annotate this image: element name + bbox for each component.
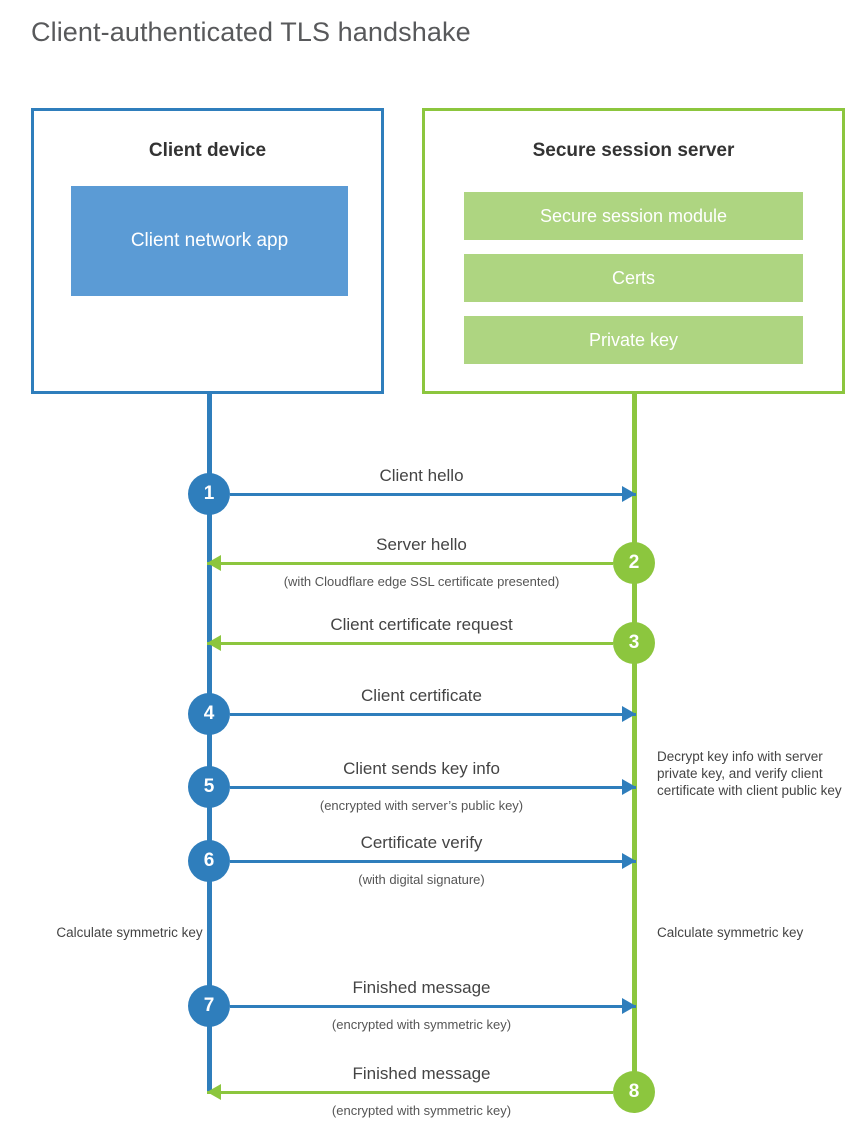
step-circle-5[interactable]: 5 bbox=[188, 766, 230, 808]
arrow-head-step-4 bbox=[622, 706, 636, 722]
arrow-line-step-6 bbox=[230, 860, 636, 863]
arrow-line-step-5 bbox=[230, 786, 636, 789]
step-label-3: Client certificate request bbox=[330, 615, 513, 634]
arrow-line-step-8 bbox=[207, 1091, 613, 1094]
server-component-certs: Certs bbox=[464, 254, 803, 302]
note-calculate-symmetric-key-client: Calculate symmetric key bbox=[56, 925, 203, 940]
step-circle-7[interactable]: 7 bbox=[188, 985, 230, 1027]
step-sublabel-7: (encrypted with symmetric key) bbox=[331, 1017, 512, 1032]
arrow-head-step-7 bbox=[622, 998, 636, 1014]
step-label-2: Server hello bbox=[376, 535, 467, 554]
step-label-1: Client hello bbox=[379, 466, 464, 485]
secure-session-server-title: Secure session server bbox=[532, 140, 735, 161]
arrow-head-step-6 bbox=[622, 853, 636, 869]
arrow-line-step-1 bbox=[230, 493, 636, 496]
step-label-4: Client certificate bbox=[361, 686, 482, 705]
arrow-head-step-3 bbox=[207, 635, 221, 651]
step-circle-2[interactable]: 2 bbox=[613, 542, 655, 584]
note-calculate-symmetric-key-server: Calculate symmetric key bbox=[657, 925, 804, 940]
server-component-private-key: Private key bbox=[464, 316, 803, 364]
step-circle-1[interactable]: 1 bbox=[188, 473, 230, 515]
step-sublabel-6: (with digital signature) bbox=[358, 872, 485, 887]
note-decrypt-key-info: Decrypt key info with server private key… bbox=[657, 749, 842, 798]
step-sublabel-8: (encrypted with symmetric key) bbox=[331, 1103, 512, 1118]
step-circle-6[interactable]: 6 bbox=[188, 840, 230, 882]
client-network-app-block: Client network app bbox=[71, 186, 348, 296]
server-component-secure-session-module: Secure session module bbox=[464, 192, 803, 240]
server-lifeline bbox=[632, 394, 637, 1092]
page-title: Client-authenticated TLS handshake bbox=[31, 17, 471, 47]
step-sublabel-2: (with Cloudflare edge SSL certificate pr… bbox=[283, 574, 560, 589]
step-circle-4[interactable]: 4 bbox=[188, 693, 230, 735]
step-circle-3[interactable]: 3 bbox=[613, 622, 655, 664]
arrow-head-step-1 bbox=[622, 486, 636, 502]
arrow-head-step-8 bbox=[207, 1084, 221, 1100]
step-label-5: Client sends key info bbox=[343, 759, 500, 778]
arrow-line-step-4 bbox=[230, 713, 636, 716]
step-label-6: Certificate verify bbox=[360, 833, 483, 852]
secure-session-server-box: Secure session server Secure session mod… bbox=[422, 108, 845, 394]
step-sublabel-5: (encrypted with server’s public key) bbox=[319, 798, 524, 813]
client-lifeline bbox=[207, 394, 212, 1092]
step-circle-8[interactable]: 8 bbox=[613, 1071, 655, 1113]
arrow-line-step-7 bbox=[230, 1005, 636, 1008]
arrow-head-step-5 bbox=[622, 779, 636, 795]
step-label-7: Finished message bbox=[352, 978, 491, 997]
arrow-head-step-2 bbox=[207, 555, 221, 571]
client-device-box: Client device Client network app bbox=[31, 108, 384, 394]
arrow-line-step-3 bbox=[207, 642, 613, 645]
client-device-title: Client device bbox=[148, 140, 267, 161]
arrow-line-step-2 bbox=[207, 562, 613, 565]
step-label-8: Finished message bbox=[352, 1064, 491, 1083]
